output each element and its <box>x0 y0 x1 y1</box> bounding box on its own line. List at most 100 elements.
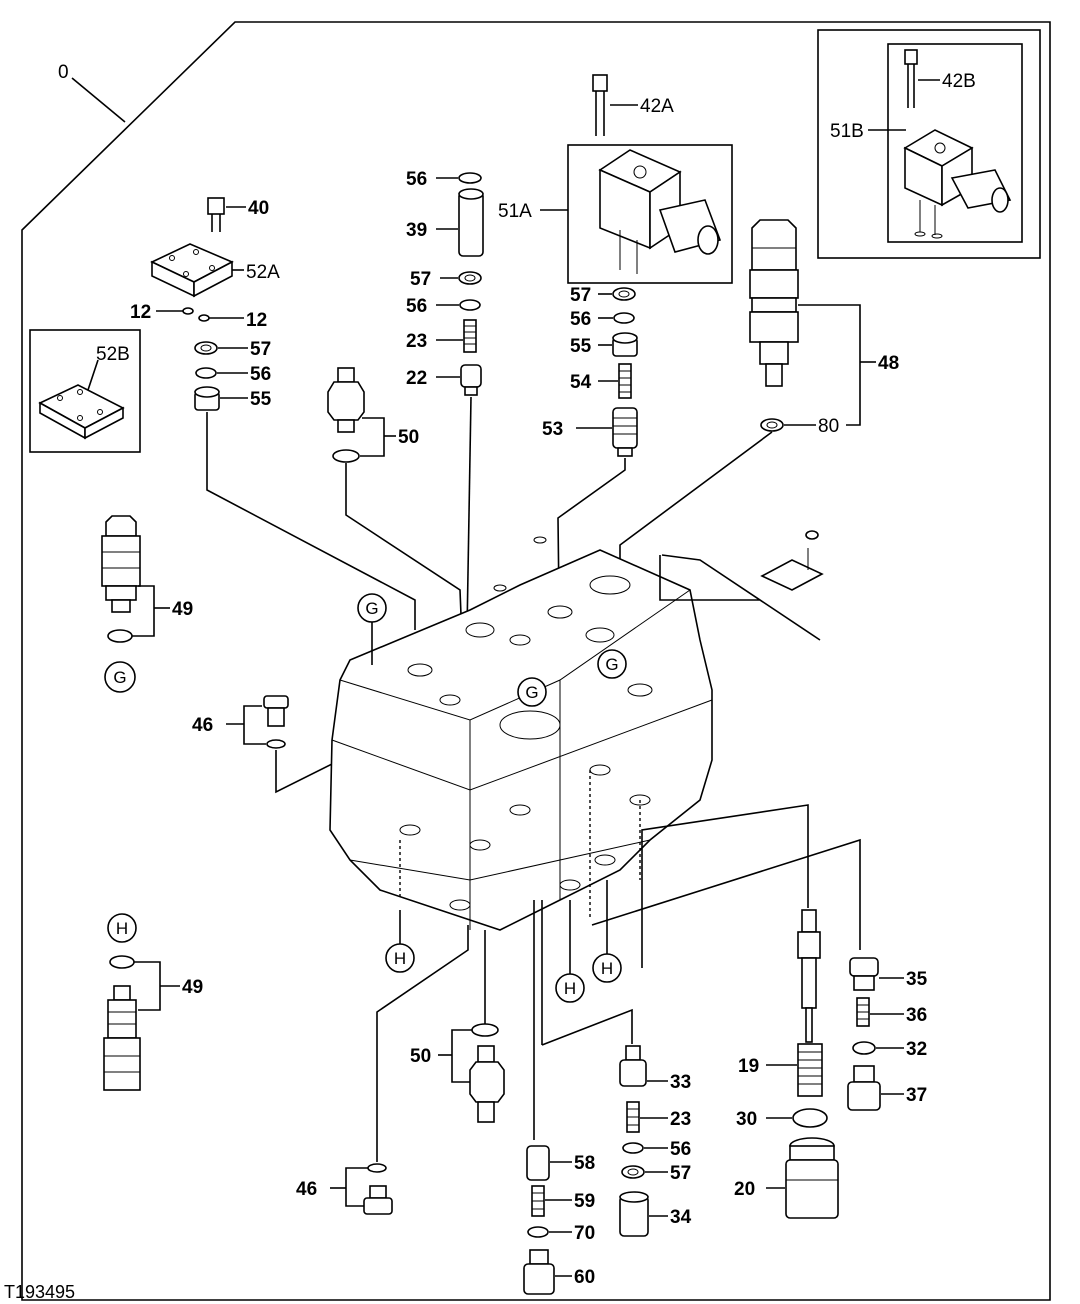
callout-39: 39 <box>406 220 427 241</box>
callout-20: 20 <box>734 1179 755 1200</box>
callout-37: 37 <box>906 1085 927 1106</box>
callout-34: 34 <box>670 1207 692 1228</box>
plug-60 <box>523 1249 555 1295</box>
callout-36: 36 <box>906 1005 927 1026</box>
seal-57b <box>458 271 482 285</box>
callout-49b: 49 <box>182 977 203 998</box>
callout-60: 60 <box>574 1267 595 1288</box>
cover-plate-52B <box>38 384 125 440</box>
callout-35: 35 <box>906 969 928 990</box>
callout-32: 32 <box>906 1039 927 1060</box>
poppet-22 <box>460 364 482 396</box>
sensor-50b <box>469 1045 505 1123</box>
svg-text:H: H <box>394 949 406 968</box>
spring-36 <box>856 997 870 1027</box>
callout-57c: 57 <box>570 285 591 306</box>
inset-box-52B <box>29 329 141 453</box>
port-marker-g3 <box>517 677 547 707</box>
spring-59 <box>531 1185 545 1217</box>
callout-22: 22 <box>406 368 427 389</box>
o-ring-12a <box>182 307 194 315</box>
seal-57d <box>621 1165 645 1179</box>
control-valve-body <box>329 536 713 931</box>
callout-56a: 56 <box>250 364 271 385</box>
callout-46b: 46 <box>296 1179 317 1200</box>
callout-52B: 52B <box>96 344 130 365</box>
callout-58: 58 <box>574 1153 595 1174</box>
ring-56a <box>195 367 217 379</box>
callout-56b: 56 <box>406 169 427 190</box>
callout-56d: 56 <box>570 309 591 330</box>
svg-text:H: H <box>116 919 128 938</box>
valve-49b <box>103 985 141 1091</box>
svg-text:H: H <box>601 959 613 978</box>
callout-23a: 23 <box>406 331 427 352</box>
assembly-leader <box>71 77 126 123</box>
callout-42A: 42A <box>640 96 674 117</box>
o-ring-12b <box>198 314 210 322</box>
port-marker-g1 <box>104 661 136 693</box>
solenoid-valve-51B <box>903 129 1012 239</box>
plug-46b <box>363 1185 393 1215</box>
o-ring-50b <box>471 1023 499 1037</box>
callout-40: 40 <box>248 198 269 219</box>
callout-51A: 51A <box>498 201 532 222</box>
ring-56d <box>613 312 635 324</box>
callout-56c: 56 <box>406 296 427 317</box>
callout-55a: 55 <box>250 389 272 410</box>
callout-12a: 12 <box>130 302 151 323</box>
bolt-40 <box>207 197 225 232</box>
callout-80: 80 <box>818 416 839 437</box>
bolt-42A <box>592 74 608 136</box>
callout-48: 48 <box>878 353 899 374</box>
port-marker-h4 <box>107 913 137 943</box>
callout-30: 30 <box>736 1109 757 1130</box>
ring-56b <box>458 172 482 184</box>
callout-33: 33 <box>670 1072 691 1093</box>
plug-34 <box>619 1191 649 1237</box>
plug-35 <box>849 957 879 991</box>
spring-23b <box>626 1101 640 1133</box>
spool-19 <box>797 909 821 1043</box>
o-ring-49a <box>107 629 133 643</box>
spring-19 <box>797 1043 823 1097</box>
svg-text:G: G <box>605 655 618 674</box>
callout-56e: 56 <box>670 1139 691 1160</box>
sensor-50a <box>327 367 365 433</box>
spring-54 <box>618 363 632 399</box>
solenoid-valve-51A <box>598 149 722 274</box>
spring-23a <box>463 319 477 353</box>
callout-49a: 49 <box>172 599 193 620</box>
plug-37 <box>847 1065 881 1111</box>
inset-box-51A <box>567 144 733 284</box>
sleeve-39 <box>458 188 484 257</box>
ring-30 <box>792 1108 828 1128</box>
callout-46a: 46 <box>192 715 213 736</box>
callout-55b: 55 <box>570 336 592 357</box>
ring-32 <box>852 1041 876 1055</box>
callout-50a: 50 <box>398 427 419 448</box>
assembly-label: 0 <box>58 62 69 83</box>
svg-text:G: G <box>113 668 126 687</box>
assembly-frame <box>21 21 1051 1301</box>
callout-59: 59 <box>574 1191 595 1212</box>
callout-54: 54 <box>570 372 592 393</box>
callout-19: 19 <box>738 1056 759 1077</box>
svg-text:G: G <box>525 683 538 702</box>
cap-20 <box>785 1137 839 1219</box>
seal-57a <box>194 341 218 355</box>
callout-57d: 57 <box>670 1163 691 1184</box>
gasket-plate <box>760 530 824 591</box>
o-ring-46a <box>266 739 286 749</box>
inset-box-51B-inner <box>887 43 1023 243</box>
svg-text:H: H <box>564 979 576 998</box>
relief-valve-48 <box>749 219 799 387</box>
valve-53 <box>612 407 638 457</box>
callout-51B: 51B <box>830 121 864 142</box>
callout-57a: 57 <box>250 339 271 360</box>
ring-56e <box>622 1142 644 1154</box>
callout-70: 70 <box>574 1223 595 1244</box>
port-marker-g4 <box>597 649 627 679</box>
svg-text:G: G <box>365 599 378 618</box>
